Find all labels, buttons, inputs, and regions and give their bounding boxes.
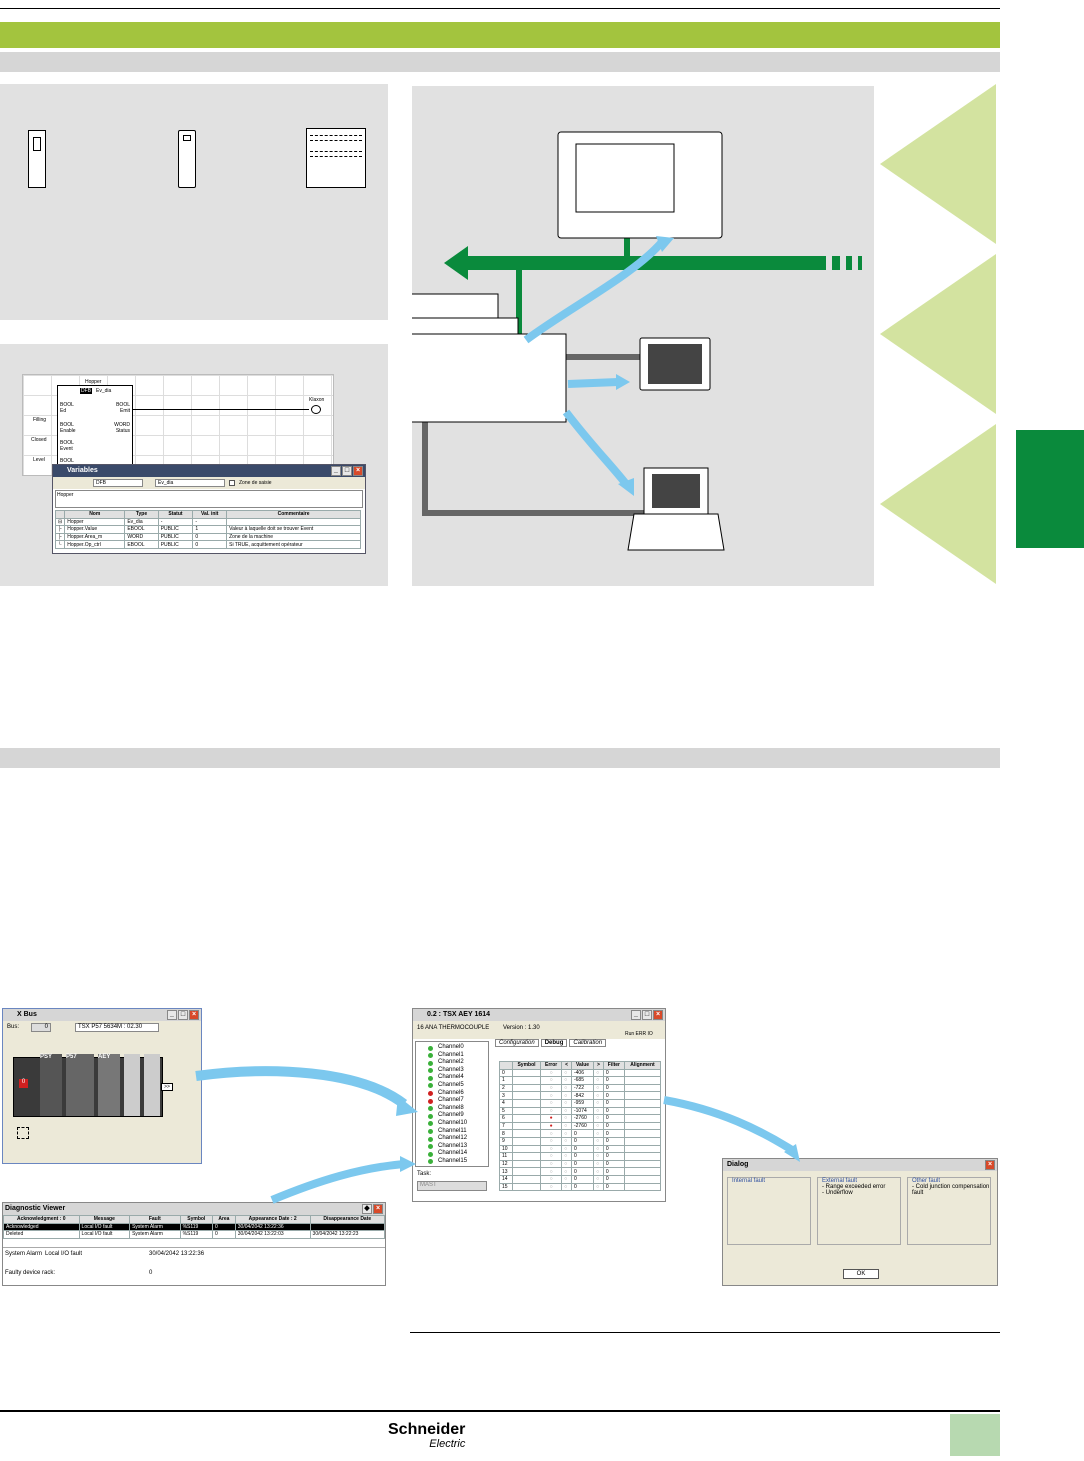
variables-table: Nom Type Statut Val. init Commentaire ⊟ … (55, 510, 361, 549)
zone-checkbox[interactable] (229, 480, 235, 486)
filter-select[interactable]: DFB (93, 479, 143, 487)
table-row[interactable]: ├ Hopper.Value EBOOL PUBLIC 1 Valeur à l… (56, 526, 361, 534)
coil-label: Klaxon (309, 397, 324, 403)
footer-rule (0, 1410, 1000, 1412)
side-tab-1 (880, 84, 996, 244)
page-number-box (950, 1414, 1000, 1456)
variables-toolbar: DFB Ev_dia Zone de saisie (53, 477, 365, 489)
input-1-name: Enable (60, 428, 76, 434)
maximize-icon[interactable]: □ (342, 466, 352, 476)
programming-panel: Hopper DFB Ev_dia BOOL Ed BOOL Enable BO… (0, 344, 388, 586)
zone-checkbox-label: Zone de saisie (239, 480, 272, 486)
table-row[interactable]: ⊟ Hopper Ev_dia - - (56, 518, 361, 526)
coil-symbol (311, 405, 321, 414)
logo-line1: Schneider (388, 1422, 465, 1438)
col-commentaire[interactable]: Commentaire (227, 511, 361, 519)
rung-line (133, 409, 309, 410)
contact-level: Level (33, 457, 45, 463)
col-valinit[interactable]: Val. init (193, 511, 227, 519)
caption-rule (410, 1332, 1000, 1333)
variables-titlebar: Variables _□× (53, 465, 365, 477)
section-tab (1016, 430, 1084, 548)
table-row[interactable]: └ Hopper.Op_ctrl EBOOL PUBLIC 0 Si TRUE,… (56, 541, 361, 549)
type-filter-select[interactable]: Ev_dia (155, 479, 225, 487)
schneider-logo: Schneider Electric (388, 1422, 465, 1450)
col-statut[interactable]: Statut (158, 511, 193, 519)
col-type[interactable]: Type (125, 511, 158, 519)
input-2-name: Event (60, 446, 73, 452)
close-icon[interactable]: × (353, 466, 363, 476)
bus-arrow-icon (444, 246, 468, 280)
dfb-tag: DFB (80, 388, 92, 394)
contact-closed: Closed (31, 437, 47, 443)
minimize-icon[interactable]: _ (331, 466, 341, 476)
subtitle-band (0, 52, 1000, 72)
architecture-panel (412, 86, 874, 586)
contact-filling: Filling (33, 417, 46, 423)
block-type: Ev_dia (96, 388, 111, 394)
title-band (0, 22, 1000, 48)
table-row[interactable]: ├ Hopper.Area_m WORD PUBLIC 0 Zone de la… (56, 533, 361, 541)
side-tab-3 (880, 424, 996, 584)
section-band (0, 748, 1000, 768)
modules-panel (0, 84, 388, 320)
logo-line2: Electric (388, 1439, 465, 1450)
module-image-2 (178, 130, 196, 188)
output-1-name: Status (116, 428, 130, 434)
output-0-name: Emit (120, 408, 130, 414)
side-tab-2 (880, 254, 996, 414)
connector-arrows (0, 1000, 1000, 1300)
name-field[interactable]: Hopper (55, 490, 363, 508)
variables-title: Variables (67, 467, 98, 474)
input-0-name: Ed (60, 408, 66, 414)
module-image-3 (306, 128, 366, 188)
module-image-1 (28, 130, 46, 188)
top-rule (0, 8, 1000, 9)
variables-window: Variables _□× DFB Ev_dia Zone de saisie … (52, 464, 366, 554)
col-nom[interactable]: Nom (65, 511, 125, 519)
plc-rack-front (412, 334, 566, 422)
ladder-diagram: Hopper DFB Ev_dia BOOL Ed BOOL Enable BO… (22, 374, 334, 476)
architecture-diagram (412, 86, 874, 586)
